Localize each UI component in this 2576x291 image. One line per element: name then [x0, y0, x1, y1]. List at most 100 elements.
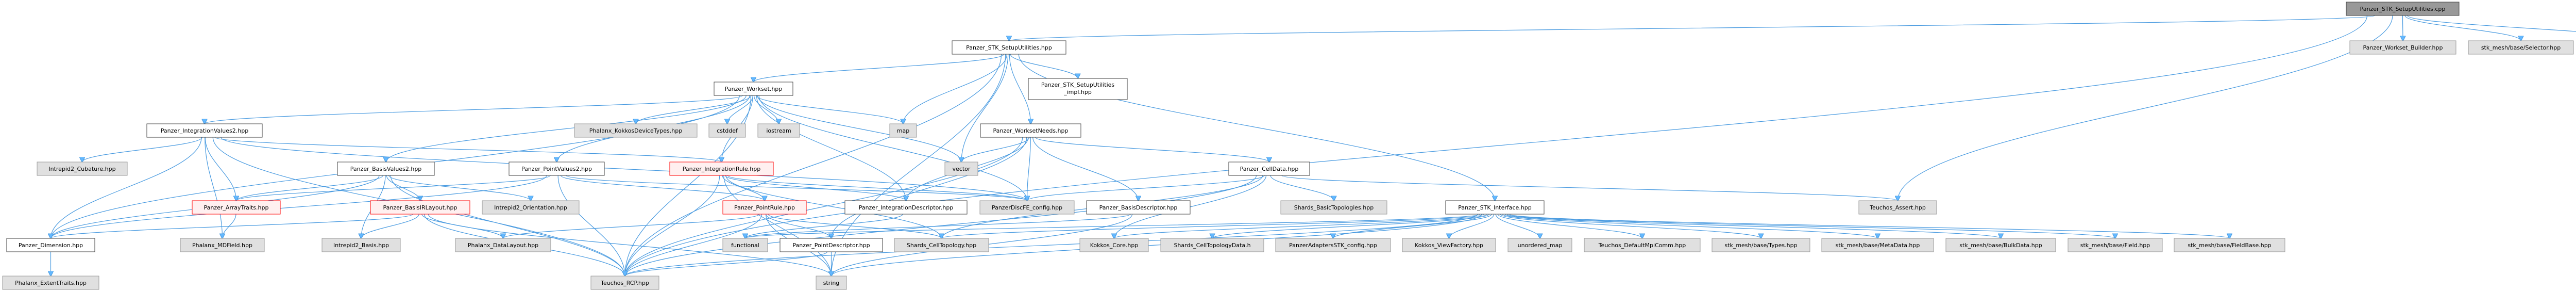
node-selector[interactable]: stk_mesh/base/Selector.hpp — [2468, 40, 2574, 55]
node-box — [1280, 200, 1387, 215]
node-arraytraits[interactable]: Panzer_ArrayTraits.hpp — [192, 200, 281, 215]
node-bulkdata[interactable]: stk_mesh/base/BulkData.hpp — [1945, 238, 2056, 252]
node-box — [180, 238, 265, 252]
node-workset[interactable]: Panzer_Workset.hpp — [714, 82, 793, 96]
edge-cpp-to-teuchos_assert — [1898, 15, 2393, 201]
node-impl[interactable]: Panzer_STK_SetupUtilities_impl.hpp — [1028, 78, 1128, 100]
edge-pointvalues2-to-discfe_config — [566, 175, 1027, 201]
edge-celldata-to-discfe_config — [1027, 175, 1265, 201]
node-label: unordered_map — [1518, 242, 1563, 249]
node-types[interactable]: stk_mesh/base/Types.hpp — [1711, 238, 1810, 252]
node-field[interactable]: stk_mesh/base/Field.hpp — [2067, 238, 2163, 252]
node-workset_builder[interactable]: Panzer_Workset_Builder.hpp — [2349, 40, 2456, 55]
node-string[interactable]: string — [816, 276, 847, 290]
node-shards_basic[interactable]: Shards_BasicTopologies.hpp — [1280, 200, 1387, 215]
edge-pointvalues2-to-teuchos_rcp — [557, 175, 625, 276]
node-box — [844, 200, 968, 215]
node-functional[interactable]: functional — [722, 238, 768, 252]
node-label: Panzer_IntegrationRule.hpp — [683, 166, 760, 172]
node-box — [1028, 78, 1128, 100]
node-box — [980, 123, 1081, 138]
edge-stk_setup-to-vector — [961, 54, 1009, 162]
node-label: Phalanx_ExtentTraits.hpp — [15, 280, 87, 286]
node-shards_celltopo[interactable]: Shards_CellTopology.hpp — [894, 238, 989, 252]
node-basisirlayout[interactable]: Panzer_BasisIRLayout.hpp — [370, 200, 470, 215]
node-worksetneeds[interactable]: Panzer_WorksetNeeds.hpp — [980, 123, 1081, 138]
node-kokkos_core[interactable]: Kokkos_Core.hpp — [1079, 238, 1149, 252]
edge-stk_interface-to-unordered_map — [1495, 214, 1540, 238]
node-basisvalues2[interactable]: Panzer_BasisValues2.hpp — [337, 161, 435, 176]
node-box — [1402, 238, 1496, 252]
node-cubature[interactable]: Intrepid2_Cubature.hpp — [37, 161, 128, 176]
node-box — [714, 82, 793, 96]
node-dimension[interactable]: Panzer_Dimension.hpp — [6, 238, 95, 252]
node-cpp[interactable]: Panzer_STK_SetupUtilities.cpp — [2346, 2, 2460, 16]
node-label: Panzer_BasisValues2.hpp — [350, 166, 422, 172]
node-label: stk_mesh/base/Selector.hpp — [2481, 44, 2561, 51]
node-teuchos_assert[interactable]: Teuchos_Assert.hpp — [1858, 200, 1937, 215]
edge-stk_interface-to-fieldbase — [1509, 214, 2229, 238]
node-kokkosdev[interactable]: Phalanx_KokkosDeviceTypes.hpp — [574, 123, 698, 138]
edge-stk_interface-to-viewfactory — [1449, 214, 1495, 238]
node-stk_interface[interactable]: Panzer_STK_Interface.hpp — [1445, 200, 1545, 215]
edge-stk_setup-to-impl — [1010, 54, 1078, 78]
node-extenttraits[interactable]: Phalanx_ExtentTraits.hpp — [2, 276, 99, 290]
edge-worksetneeds-to-basisdesc — [1032, 137, 1139, 201]
node-box — [6, 238, 95, 252]
node-vector[interactable]: vector — [944, 161, 978, 176]
node-box — [337, 161, 435, 176]
edge-intrule-to-shards_celltopo — [725, 175, 941, 238]
node-discfe_config[interactable]: PanzerDiscFE_config.hpp — [979, 200, 1075, 215]
node-box — [146, 123, 263, 138]
edge-basisvalues2-to-arraytraits — [236, 175, 383, 201]
node-box — [574, 123, 698, 138]
node-label: Panzer_PointDescriptor.hpp — [792, 242, 870, 249]
node-basisdesc[interactable]: Panzer_BasisDescriptor.hpp — [1086, 200, 1191, 215]
edge-cpp-to-selector — [2404, 15, 2521, 41]
node-label: Panzer_BasisDescriptor.hpp — [1099, 204, 1178, 211]
edge-stk_setup-to-teuchos_rcp — [625, 54, 1002, 276]
node-teuchos_rcp[interactable]: Teuchos_RCP.hpp — [590, 276, 659, 290]
node-celldata[interactable]: Panzer_CellData.hpp — [1228, 161, 1310, 176]
node-label: Panzer_Workset_Builder.hpp — [2363, 44, 2443, 51]
node-box — [1079, 238, 1149, 252]
node-box — [779, 238, 883, 252]
edge-intvalues2-to-cubature — [82, 137, 202, 162]
node-orientation[interactable]: Intrepid2_Orientation.hpp — [482, 200, 580, 215]
node-viewfactory[interactable]: Kokkos_ViewFactory.hpp — [1402, 238, 1496, 252]
node-box — [816, 276, 847, 290]
node-intrule[interactable]: Panzer_IntegrationRule.hpp — [669, 161, 774, 176]
edge-pointrule-to-datalayout — [503, 214, 760, 238]
node-box — [757, 123, 800, 138]
node-cstddef[interactable]: cstddef — [708, 123, 746, 138]
node-datalayout[interactable]: Phalanx_DataLayout.hpp — [455, 238, 551, 252]
edge-intvalues2-to-intrule — [214, 137, 721, 162]
edge-cpp-to-teuchos_rcp — [625, 15, 2368, 276]
node-intvalues2[interactable]: Panzer_IntegrationValues2.hpp — [146, 123, 263, 138]
node-iostream[interactable]: iostream — [757, 123, 800, 138]
node-pointvalues2[interactable]: Panzer_PointValues2.hpp — [509, 161, 605, 176]
node-map[interactable]: map — [889, 123, 917, 138]
node-intrepid2_basis[interactable]: Intrepid2_Basis.hpp — [321, 238, 401, 252]
node-mdfield[interactable]: Phalanx_MDField.hpp — [180, 238, 265, 252]
node-fieldbase[interactable]: stk_mesh/base/FieldBase.hpp — [2174, 238, 2285, 252]
node-box — [1584, 238, 1701, 252]
node-box — [1711, 238, 1810, 252]
node-pointrule[interactable]: Panzer_PointRule.hpp — [722, 200, 807, 215]
node-adaptersstk_config[interactable]: PanzerAdaptersSTK_config.hpp — [1275, 238, 1391, 252]
node-unordered_map[interactable]: unordered_map — [1507, 238, 1572, 252]
node-box — [455, 238, 551, 252]
node-box — [2346, 2, 2460, 16]
node-label: Panzer_Workset.hpp — [725, 86, 783, 92]
node-shards_celltopodata[interactable]: Shards_CellTopologyData.h — [1160, 238, 1264, 252]
node-metadata[interactable]: stk_mesh/base/MetaData.hpp — [1821, 238, 1934, 252]
node-mpicomm[interactable]: Teuchos_DefaultMpiComm.hpp — [1584, 238, 1701, 252]
edge-stk_setup-to-workset — [754, 54, 1005, 82]
node-stk_setup[interactable]: Panzer_STK_SetupUtilities.hpp — [952, 40, 1066, 55]
node-intdesc[interactable]: Panzer_IntegrationDescriptor.hpp — [844, 200, 968, 215]
edge-workset-to-iostream — [753, 95, 778, 124]
node-box — [590, 276, 659, 290]
edge-worksetneeds-to-discfe_config — [1027, 137, 1031, 201]
node-pointdesc[interactable]: Panzer_PointDescriptor.hpp — [779, 238, 883, 252]
node-box — [722, 238, 768, 252]
